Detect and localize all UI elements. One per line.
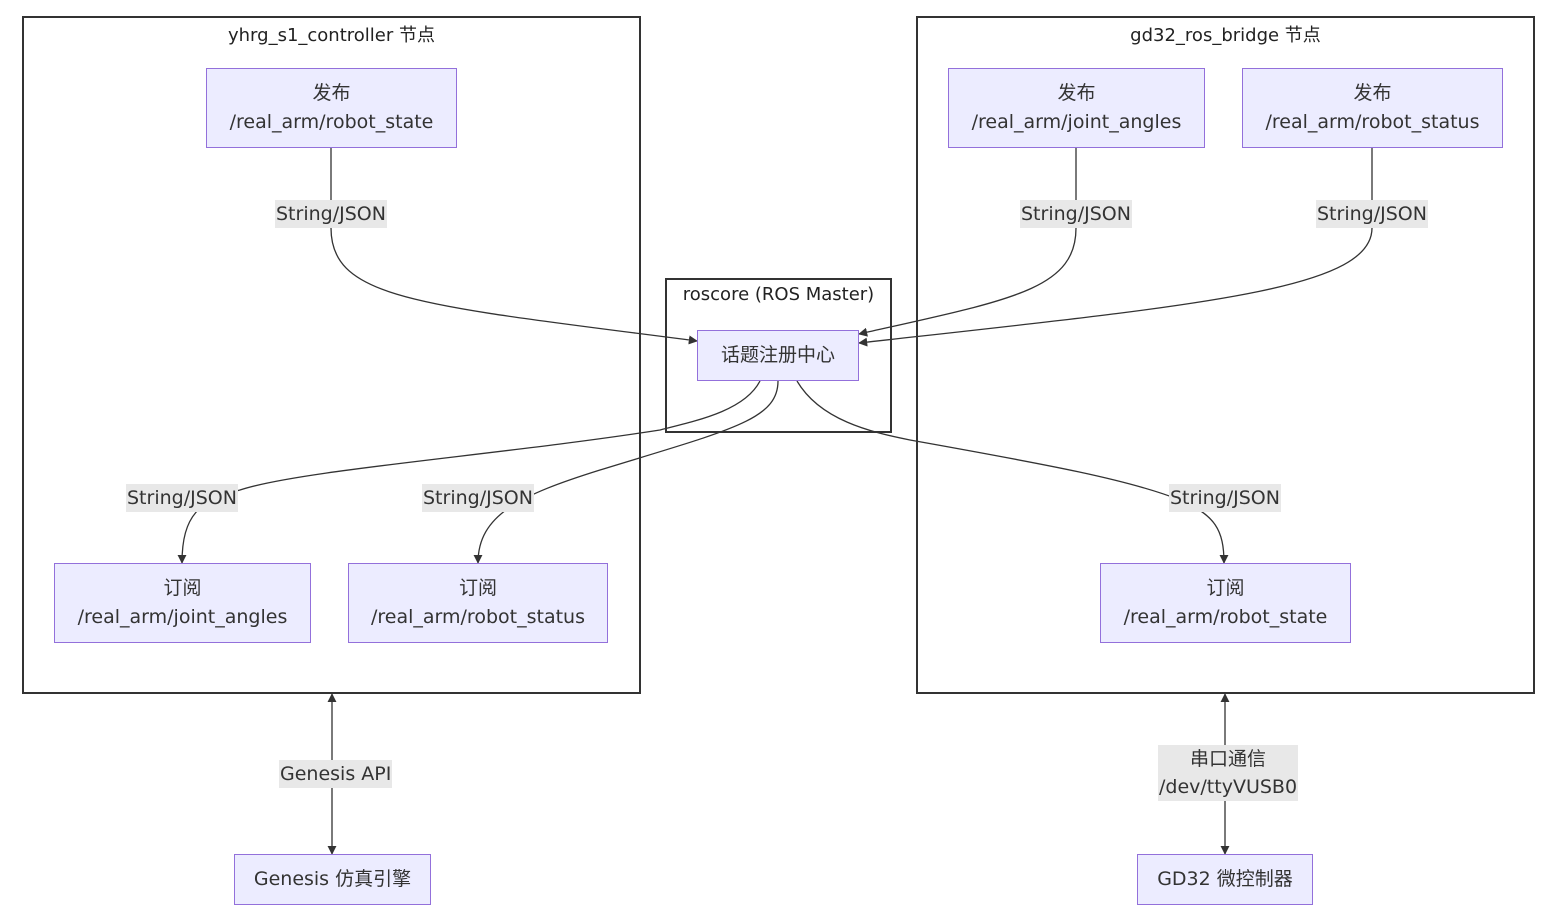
node-label: Genesis 仿真引擎 (253, 868, 412, 890)
group-title-bridge: gd32_ros_bridge 节点 (1130, 25, 1321, 46)
node-genesis-engine: Genesis 仿真引擎 (234, 854, 431, 905)
edge-label-serial: 串口通信 /dev/ttyVUSB0 (1158, 745, 1299, 801)
node-label-line1: 订阅 (458, 577, 497, 599)
edge-label-ctrl-sub-angles: String/JSON (126, 484, 238, 512)
node-label-line2: /real_arm/joint_angles (971, 111, 1182, 133)
node-label-line1: 订阅 (1206, 577, 1245, 599)
group-yhrg-s1-controller: yhrg_s1_controller 节点 (22, 16, 641, 694)
node-topic-registry: 话题注册中心 (697, 330, 859, 381)
node-label-line1: 发布 (1353, 82, 1392, 104)
node-bridge-subscribe-robot-state: 订阅 /real_arm/robot_state (1100, 563, 1351, 643)
node-bridge-publish-joint-angles: 发布 /real_arm/joint_angles (948, 68, 1205, 148)
edge-registry-to-bridge-sub-state (796, 380, 1229, 564)
edge-label-bridge-angles: String/JSON (1020, 200, 1132, 228)
edge-registry-to-ctrl-sub-status (473, 380, 779, 564)
edge-label-bridge-sub-state: String/JSON (1169, 484, 1281, 512)
edge-bridge-status-to-registry (858, 148, 1373, 347)
edge-label-serial-line2: /dev/ttyVUSB0 (1159, 776, 1298, 798)
edge-label-serial-line1: 串口通信 (1190, 748, 1267, 770)
node-label-line2: /real_arm/robot_status (371, 606, 585, 628)
edge-label-ctrl-pub: String/JSON (275, 200, 387, 228)
node-label-line1: 发布 (1057, 82, 1096, 104)
node-bridge-publish-robot-status: 发布 /real_arm/robot_status (1242, 68, 1503, 148)
group-title-controller: yhrg_s1_controller 节点 (228, 25, 435, 46)
node-label-line1: 发布 (312, 82, 351, 104)
group-roscore: roscore (ROS Master) (665, 278, 892, 433)
edge-ctrl-pub-to-registry (330, 148, 698, 345)
node-label-line2: /real_arm/robot_state (229, 111, 434, 133)
node-gd32-mcu: GD32 微控制器 (1137, 854, 1313, 905)
group-gd32-ros-bridge: gd32_ros_bridge 节点 (916, 16, 1535, 694)
node-label-line2: /real_arm/robot_state (1123, 606, 1328, 628)
node-label-line2: /real_arm/joint_angles (77, 606, 288, 628)
edge-label-bridge-status: String/JSON (1316, 200, 1428, 228)
node-ctrl-publish-robot-state: 发布 /real_arm/robot_state (206, 68, 457, 148)
group-title-master: roscore (ROS Master) (682, 284, 875, 305)
edge-label-genesis-api: Genesis API (279, 760, 393, 788)
node-label: GD32 微控制器 (1157, 868, 1293, 890)
node-label: 话题注册中心 (720, 344, 835, 366)
edge-label-ctrl-sub-status: String/JSON (422, 484, 534, 512)
node-ctrl-subscribe-robot-status: 订阅 /real_arm/robot_status (348, 563, 608, 643)
node-label-line2: /real_arm/robot_status (1265, 111, 1480, 133)
node-ctrl-subscribe-joint-angles: 订阅 /real_arm/joint_angles (54, 563, 311, 643)
node-label-line1: 订阅 (163, 577, 202, 599)
